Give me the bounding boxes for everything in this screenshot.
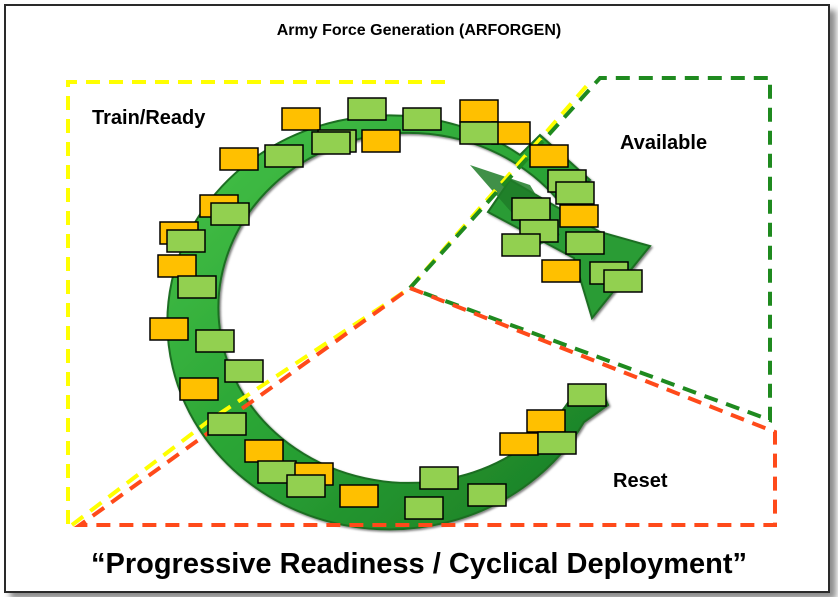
unit-block-ready [459, 99, 499, 123]
unit-block-ready [526, 409, 566, 433]
unit-block-available [264, 144, 304, 168]
unit-block-ready [157, 254, 197, 278]
unit-block-available [402, 107, 442, 131]
phase-label-available: Available [620, 132, 707, 154]
phase-label-reset: Reset [613, 470, 668, 492]
unit-block-ready [149, 317, 189, 341]
unit-block-available [567, 383, 607, 407]
unit-block-available [467, 483, 507, 507]
unit-block-ready [361, 129, 401, 153]
caption: “Progressive Readiness / Cyclical Deploy… [91, 548, 747, 580]
phase-label-train-ready: Train/Ready [92, 107, 206, 129]
unit-block-available [404, 496, 444, 520]
unit-block-ready [281, 107, 321, 131]
unit-block-ready [244, 439, 284, 463]
diagram-title: Army Force Generation (ARFORGEN) [276, 22, 562, 39]
unit-block-available [311, 131, 351, 155]
unit-block-available [195, 329, 235, 353]
unit-block-available [511, 197, 551, 221]
unit-block-available [565, 231, 605, 255]
unit-block-ready [541, 259, 581, 283]
cycle-arrow [166, 114, 610, 531]
unit-block-available [224, 359, 264, 383]
unit-block-available [537, 431, 577, 455]
unit-block-available [347, 97, 387, 121]
unit-block-available [210, 202, 250, 226]
unit-block-available [166, 229, 206, 253]
unit-block-available [419, 466, 459, 490]
unit-block-available [207, 412, 247, 436]
unit-block-ready [179, 377, 219, 401]
unit-block-available [459, 121, 499, 145]
unit-blocks [149, 97, 643, 520]
unit-block-ready [529, 144, 569, 168]
unit-block-available [177, 275, 217, 299]
unit-block-available [555, 181, 595, 205]
unit-block-ready [339, 484, 379, 508]
unit-block-ready [559, 204, 599, 228]
unit-block-ready [219, 147, 259, 171]
unit-block-available [286, 474, 326, 498]
unit-block-ready [499, 432, 539, 456]
unit-block-available [501, 233, 541, 257]
reset-boundary [73, 286, 777, 527]
unit-block-available [603, 269, 643, 293]
